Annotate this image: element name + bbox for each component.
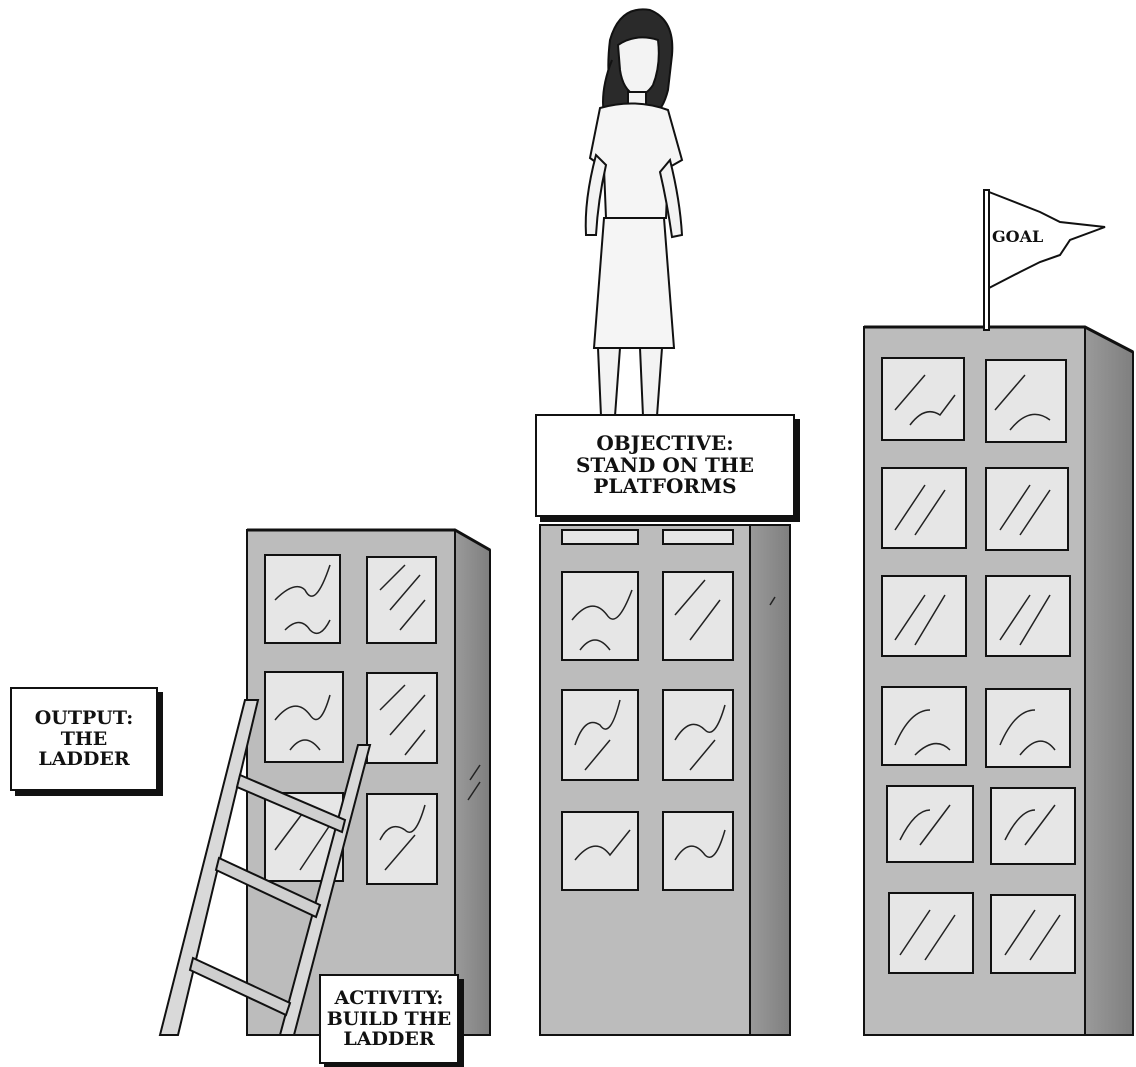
ladder xyxy=(158,699,372,1036)
activity-line-1: ACTIVITY: xyxy=(334,987,444,1010)
goal-flag-label: GOAL xyxy=(992,227,1044,246)
building-left xyxy=(246,528,491,1036)
objective-line-2: STAND ON THE xyxy=(575,452,755,477)
building-middle xyxy=(539,524,791,1036)
activity-line-2: BUILD THE xyxy=(326,1007,452,1030)
building-right xyxy=(863,325,1134,1036)
activity-line-3: LADDER xyxy=(343,1028,435,1051)
output-line-2: THE xyxy=(60,727,108,750)
output-label-box: OUTPUT: THE LADDER xyxy=(10,687,158,791)
woman-figure xyxy=(584,8,684,417)
activity-label-box: ACTIVITY: BUILD THE LADDER xyxy=(319,974,459,1064)
objective-line-3: PLATFORMS xyxy=(593,474,737,499)
output-line-3: LADDER xyxy=(38,748,130,771)
objective-line-1: OBJECTIVE: xyxy=(596,431,734,456)
goal-flag xyxy=(983,189,1106,331)
objective-label-box: OBJECTIVE: STAND ON THE PLATFORMS xyxy=(535,414,795,517)
output-line-1: OUTPUT: xyxy=(34,707,134,730)
